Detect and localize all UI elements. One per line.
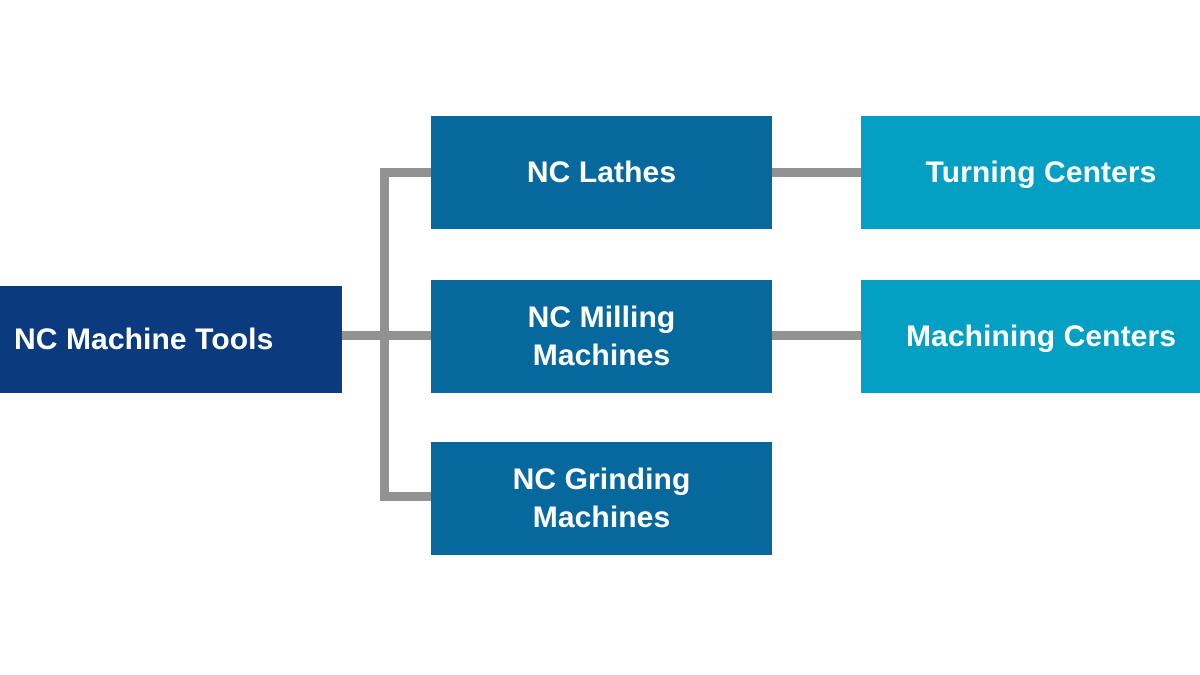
- node-label-nc-milling-machines: NC Milling Machines: [527, 300, 676, 372]
- node-nc-milling-machines[interactable]: NC Milling Machines: [431, 280, 772, 393]
- connector-nc-lathes-to-turning-centers: [768, 168, 865, 177]
- connector-root-to-nc-milling-machines: [380, 331, 435, 340]
- node-label-nc-machine-tools: NC Machine Tools: [14, 322, 274, 356]
- node-machining-centers[interactable]: Machining Centers: [861, 280, 1200, 393]
- node-label-nc-grinding-machines: NC Grinding Machines: [512, 462, 691, 534]
- connector-nc-milling-machines-to-machining-centers: [768, 331, 865, 340]
- node-label-machining-centers: Machining Centers: [905, 319, 1177, 353]
- connector-root-to-nc-lathes: [380, 168, 435, 177]
- connector-root-to-nc-grinding-machines: [380, 492, 435, 501]
- node-turning-centers[interactable]: Turning Centers: [861, 116, 1200, 229]
- node-label-nc-lathes: NC Lathes: [526, 155, 677, 189]
- node-nc-grinding-machines[interactable]: NC Grinding Machines: [431, 442, 772, 555]
- connector-root-stub: [342, 331, 389, 340]
- node-label-turning-centers: Turning Centers: [925, 155, 1157, 189]
- node-nc-lathes[interactable]: NC Lathes: [431, 116, 772, 229]
- node-nc-machine-tools[interactable]: NC Machine Tools: [0, 286, 342, 393]
